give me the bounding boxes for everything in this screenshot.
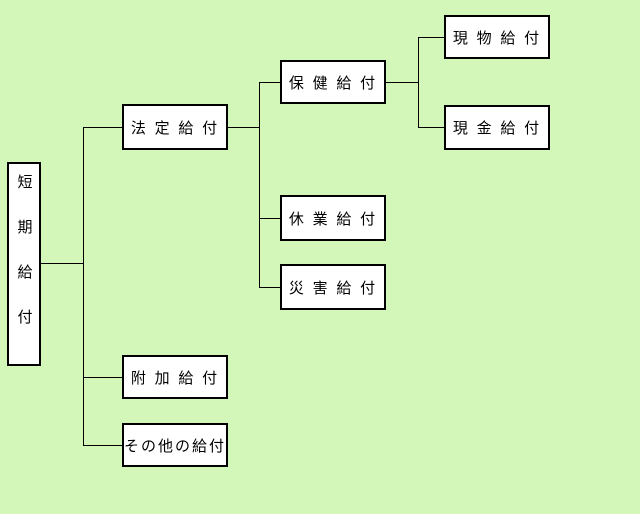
connector-branch-in-kind: [418, 37, 444, 38]
connector-health-to-trunk3: [386, 82, 418, 83]
connector-branch-cash: [418, 127, 444, 128]
connector-branch-other: [83, 445, 122, 446]
node-leave-benefits-label: 休 業 給 付: [288, 209, 378, 228]
node-health-benefits: 保 健 給 付: [280, 60, 386, 104]
connector-branch-leave: [259, 218, 280, 219]
node-cash-benefits-label: 現 金 給 付: [452, 119, 542, 137]
connector-trunk1-vertical: [83, 127, 84, 445]
connector-trunk2-vertical: [259, 82, 260, 287]
connector-statutory-to-trunk2: [228, 127, 259, 128]
node-additional-benefits-label: 附 加 給 付: [130, 368, 220, 387]
node-in-kind-benefits-label: 現 物 給 付: [452, 28, 542, 47]
connector-branch-health: [259, 82, 280, 83]
node-in-kind-benefits: 現 物 給 付: [444, 15, 550, 59]
connector-branch-disaster: [259, 287, 280, 288]
node-other-benefits: その他の給付: [122, 423, 228, 467]
node-additional-benefits: 附 加 給 付: [122, 355, 228, 399]
node-health-benefits-label: 保 健 給 付: [288, 73, 378, 92]
connector-short-term-to-trunk1: [41, 263, 83, 264]
connector-branch-statutory: [83, 127, 122, 128]
node-statutory-benefits: 法 定 給 付: [122, 104, 228, 150]
node-short-term-benefits-label: 短期給付: [15, 174, 34, 354]
node-disaster-benefits-label: 災 害 給 付: [288, 278, 378, 297]
node-cash-benefits: 現 金 給 付: [444, 105, 550, 150]
connector-branch-additional: [83, 377, 122, 378]
node-short-term-benefits: 短期給付: [7, 162, 41, 366]
node-disaster-benefits: 災 害 給 付: [280, 264, 386, 310]
node-statutory-benefits-label: 法 定 給 付: [130, 118, 220, 137]
connector-trunk3-vertical: [418, 37, 419, 127]
node-other-benefits-label: その他の給付: [124, 436, 227, 455]
node-leave-benefits: 休 業 給 付: [280, 195, 386, 241]
